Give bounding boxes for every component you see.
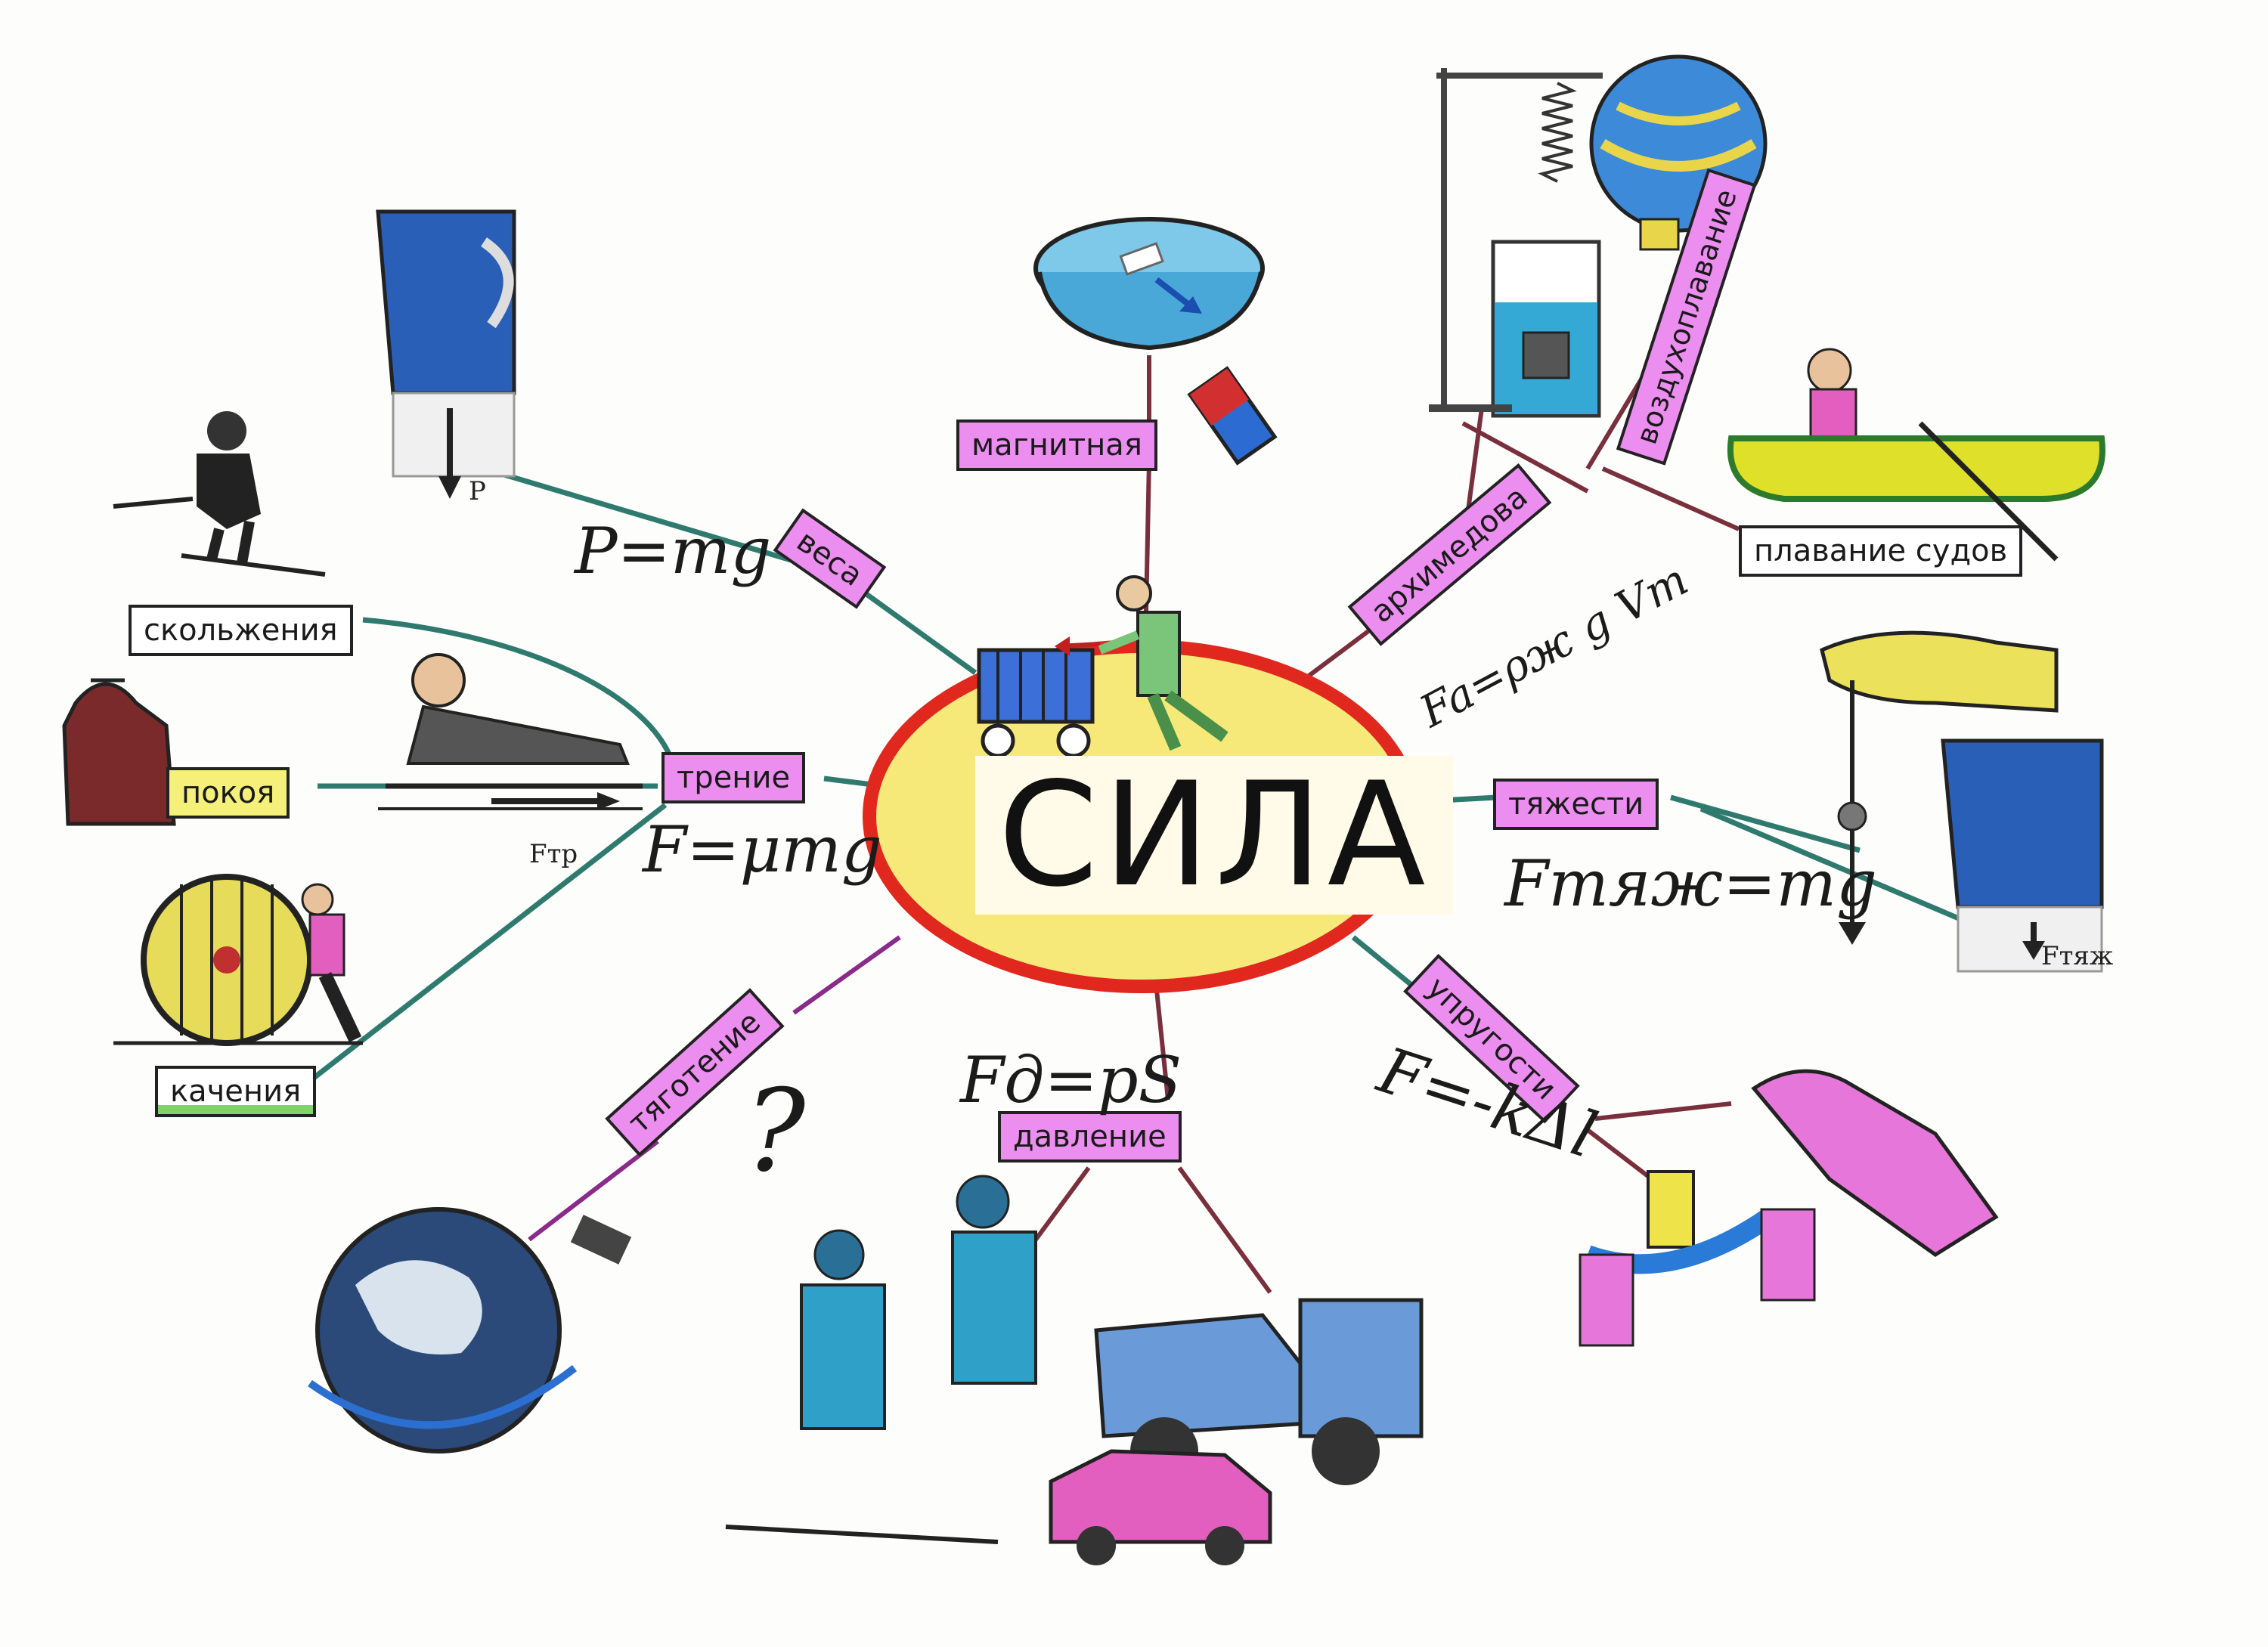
label-sliding: скольжения [129, 605, 353, 656]
line-arch-boat [1603, 469, 1739, 529]
vector-caption-friction: Fтр [529, 839, 578, 869]
label-gravity: тяжести [1493, 779, 1659, 830]
formula-pressure: Fд=pS [960, 1043, 1182, 1117]
skiers-illustration [726, 1176, 1036, 1542]
line-archimedes [1308, 631, 1368, 676]
formula-friction: F=μmg [643, 813, 882, 887]
label-friction: трение [662, 752, 805, 803]
line-pressure-right [1179, 1168, 1270, 1293]
kettle-illustration [378, 212, 514, 499]
sled-rider-illustration [378, 655, 643, 810]
spring-scale-beaker-illustration [1429, 68, 1603, 416]
label-rolling: качения [155, 1066, 316, 1117]
label-shipping: плавание судов [1739, 525, 2022, 577]
sack-illustration [64, 680, 174, 824]
line-elastic-down [1588, 1130, 1652, 1179]
line-pressure-left [1036, 1168, 1089, 1240]
line-rolling [310, 805, 665, 1081]
cable-reel-illustration [113, 877, 363, 1043]
line-elastic-right [1595, 1104, 1731, 1119]
skier-illustration [113, 411, 325, 574]
label-magnetic: магнитная [956, 419, 1157, 471]
earth-illustration [310, 1209, 631, 1451]
vector-caption-weight: P [469, 476, 486, 506]
center-title: СИЛА [975, 756, 1453, 915]
line-gravity-right [1671, 797, 1860, 850]
formula-weight: P=mg [575, 514, 771, 588]
vector-caption-gravity: Fтяж [2041, 941, 2113, 971]
label-rest: покоя [166, 767, 290, 819]
car-illustration [1051, 1451, 1270, 1565]
label-pressure: давление [998, 1111, 1182, 1162]
kettle-right-illustration [1943, 741, 2102, 971]
formula-gravity: Fтяж=mg [1504, 847, 1877, 921]
gravitation-question-mark: ? [745, 1066, 805, 1197]
line-gravitation [794, 937, 900, 1013]
